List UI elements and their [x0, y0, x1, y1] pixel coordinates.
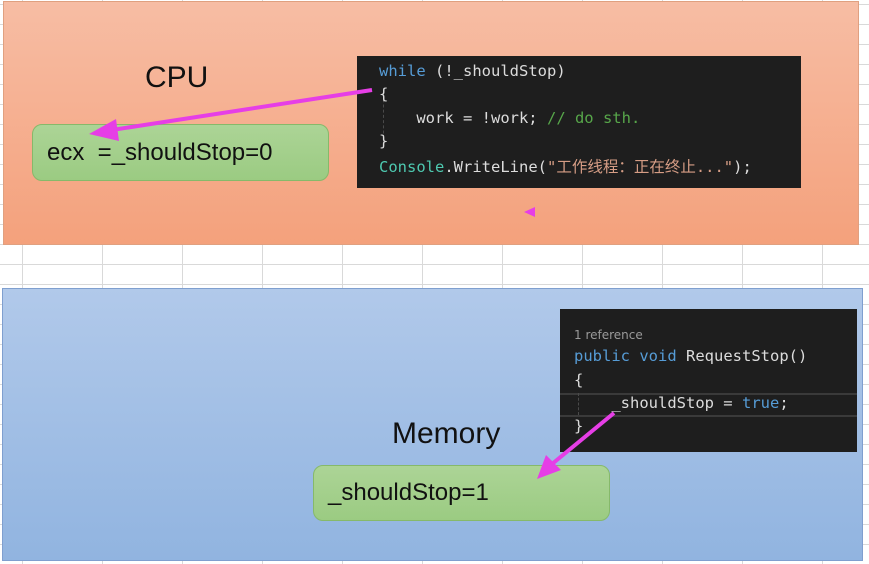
code-text: ; [779, 394, 789, 412]
cpu-code-snippet: while (!_shouldStop) { work = !work; // … [357, 56, 801, 188]
code-line-close-brace: } [574, 417, 584, 435]
code-line-open-brace: { [379, 85, 389, 103]
code-text: work = !work; [379, 109, 547, 127]
cpu-title: CPU [145, 61, 209, 94]
code-keyword: true [741, 394, 780, 412]
code-type: Console [379, 158, 445, 176]
code-keyword: while [379, 62, 426, 80]
code-line-close-brace: } [379, 132, 389, 150]
memory-title: Memory [392, 417, 501, 450]
indent-guide [578, 393, 579, 415]
code-line-signature: public void RequestStop() [574, 347, 807, 365]
memory-value-box: _shouldStop=1 [313, 465, 610, 521]
code-reference-count: 1 reference [574, 328, 643, 342]
code-line-while: while (!_shouldStop) [379, 62, 566, 80]
code-text: .WriteLine( [444, 158, 547, 176]
memory-code-snippet: 1 reference public void RequestStop() { … [560, 309, 857, 452]
code-comment: // do sth. [546, 109, 641, 127]
code-text: _shouldStop = [574, 394, 742, 412]
register-box: ecx =_shouldStop=0 [32, 124, 329, 181]
indent-guide [383, 94, 384, 144]
code-keyword: void [639, 347, 677, 365]
code-keyword: public [574, 347, 630, 365]
code-line-writeline: Console.WriteLine("工作线程：正在终止..."); [379, 155, 752, 177]
code-text: RequestStop() [676, 347, 808, 365]
code-string: "工作线程：正在终止..." [546, 158, 734, 176]
code-text: (!_shouldStop) [425, 62, 566, 80]
current-line-highlight [560, 393, 857, 417]
code-line-open-brace: { [574, 371, 584, 389]
code-line-work: work = !work; // do sth. [379, 109, 640, 127]
code-line-assignment: _shouldStop = true; [574, 394, 789, 412]
code-text: ); [733, 158, 752, 176]
